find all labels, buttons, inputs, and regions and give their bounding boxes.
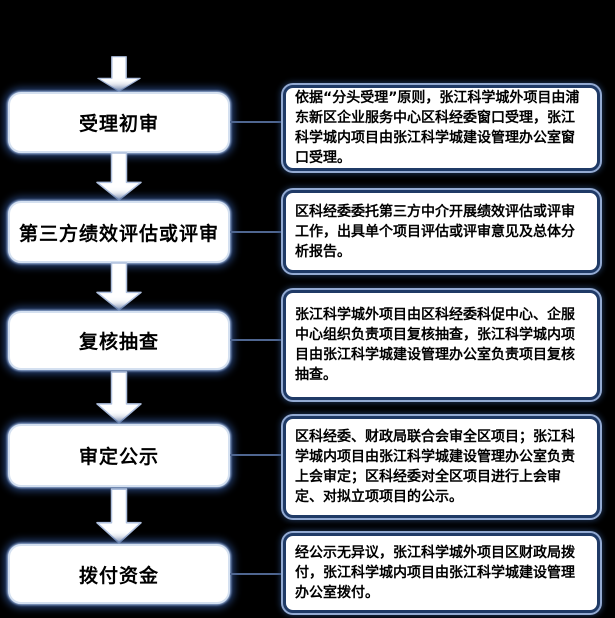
step-box-third-party-evaluation: 第三方绩效评估或评审 (8, 201, 230, 263)
desc-text: 经公示无异议，张江科学城外项目区财政局拨付，张江科学城内项目由张江科学城建设管理… (295, 545, 575, 601)
step-label: 复核抽查 (78, 331, 159, 353)
down-arrow-icon (96, 488, 142, 544)
connector-line (230, 454, 283, 456)
desc-box-fund-allocation: 经公示无异议，张江科学城外项目区财政局拨付，张江科学城内项目由张江科学城建设管理… (283, 533, 600, 613)
connector-line (230, 339, 283, 341)
desc-box-accept-review: 依据“分头受理”原则，张江科学城外项目由浦东新区企业服务中心区科经委窗口受理，张… (283, 85, 600, 171)
desc-text: 张江科学城外项目由区科经委科促中心、企服中心组织负责项目复核抽查，张江科学城内项… (295, 307, 575, 383)
step-box-fund-allocation: 拨付资金 (8, 544, 230, 604)
step-box-accept-review: 受理初审 (8, 92, 230, 153)
down-arrow-icon (96, 371, 142, 424)
desc-box-third-party-evaluation: 区科经委委托第三方中介开展绩效评估或评审工作，出具单个项目评估或评审意见及总体分… (283, 190, 600, 273)
desc-box-recheck-sampling: 张江科学城外项目由区科经委科促中心、企服中心组织负责项目复核抽查，张江科学城内项… (283, 290, 600, 400)
connector-line (230, 573, 283, 575)
step-label: 拨付资金 (78, 564, 159, 587)
desc-text: 依据“分头受理”原则，张江科学城外项目由浦东新区企业服务中心区科经委窗口受理，张… (295, 90, 580, 166)
connector-line (230, 231, 283, 233)
desc-text: 区科经委委托第三方中介开展绩效评估或评审工作，出具单个项目评估或评审意见及总体分… (295, 203, 575, 260)
desc-box-approval-publicity: 区科经委、财政局联合会审全区项目；张江科学城内项目由张江科学城建设管理办公室负责… (283, 416, 600, 518)
step-box-recheck-sampling: 复核抽查 (8, 311, 230, 370)
down-arrow-icon (97, 56, 141, 92)
step-box-approval-publicity: 审定公示 (8, 424, 230, 487)
connector-line (230, 121, 283, 123)
step-label: 第三方绩效评估或评审 (18, 222, 219, 245)
step-label: 审定公示 (78, 446, 159, 468)
desc-text: 区科经委、财政局联合会审全区项目；张江科学城内项目由张江科学城建设管理办公室负责… (295, 429, 575, 505)
down-arrow-icon (96, 152, 142, 201)
down-arrow-icon (96, 262, 142, 311)
step-label: 受理初审 (78, 113, 159, 135)
